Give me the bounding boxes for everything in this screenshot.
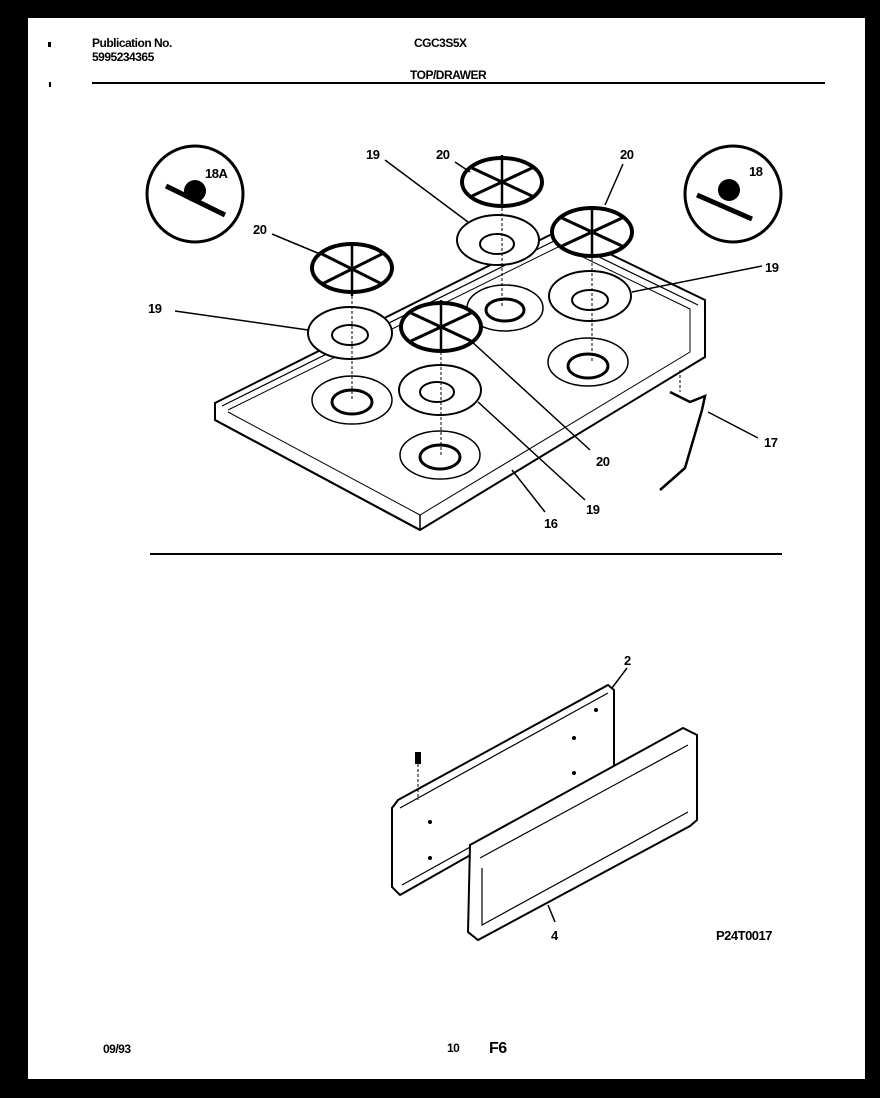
drip-pans-19 xyxy=(307,214,632,416)
header-rule xyxy=(92,82,825,84)
callout-18a: 18A xyxy=(205,166,228,181)
figure-code: P24T0017 xyxy=(716,928,773,943)
callout-20-right: 20 xyxy=(620,147,634,162)
wire-17 xyxy=(659,390,707,491)
callout-20-left: 20 xyxy=(253,222,267,237)
burner-bowls xyxy=(311,284,629,480)
publication-label: Publication No. xyxy=(92,36,172,50)
callout-2: 2 xyxy=(624,653,631,668)
callout-4: 4 xyxy=(551,928,558,943)
scan-mark xyxy=(48,42,51,47)
callout-19-left: 19 xyxy=(148,301,162,316)
drawer-exploded-view xyxy=(391,667,698,942)
publication-number: 5995234365 xyxy=(92,50,154,64)
footer-date: 09/93 xyxy=(103,1042,131,1056)
callout-19-bottom: 19 xyxy=(586,502,600,517)
callout-19-right: 19 xyxy=(765,260,779,275)
model-number: CGC3S5X xyxy=(414,36,467,50)
callout-20-top: 20 xyxy=(436,147,450,162)
footer-figure: F6 xyxy=(489,1040,507,1057)
callout-18: 18 xyxy=(749,164,763,179)
callout-17: 17 xyxy=(764,435,778,450)
callout-20-bottom: 20 xyxy=(596,454,610,469)
section-title: TOP/DRAWER xyxy=(410,68,487,82)
callout-19-top: 19 xyxy=(366,147,380,162)
scan-mark xyxy=(49,82,51,87)
screw xyxy=(415,752,421,764)
callout-16: 16 xyxy=(544,516,558,531)
footer-page-number: 10 xyxy=(447,1041,460,1055)
drawer-front-panel-4 xyxy=(466,726,698,942)
section-divider xyxy=(150,553,782,555)
burner-grates-20 xyxy=(310,155,634,353)
